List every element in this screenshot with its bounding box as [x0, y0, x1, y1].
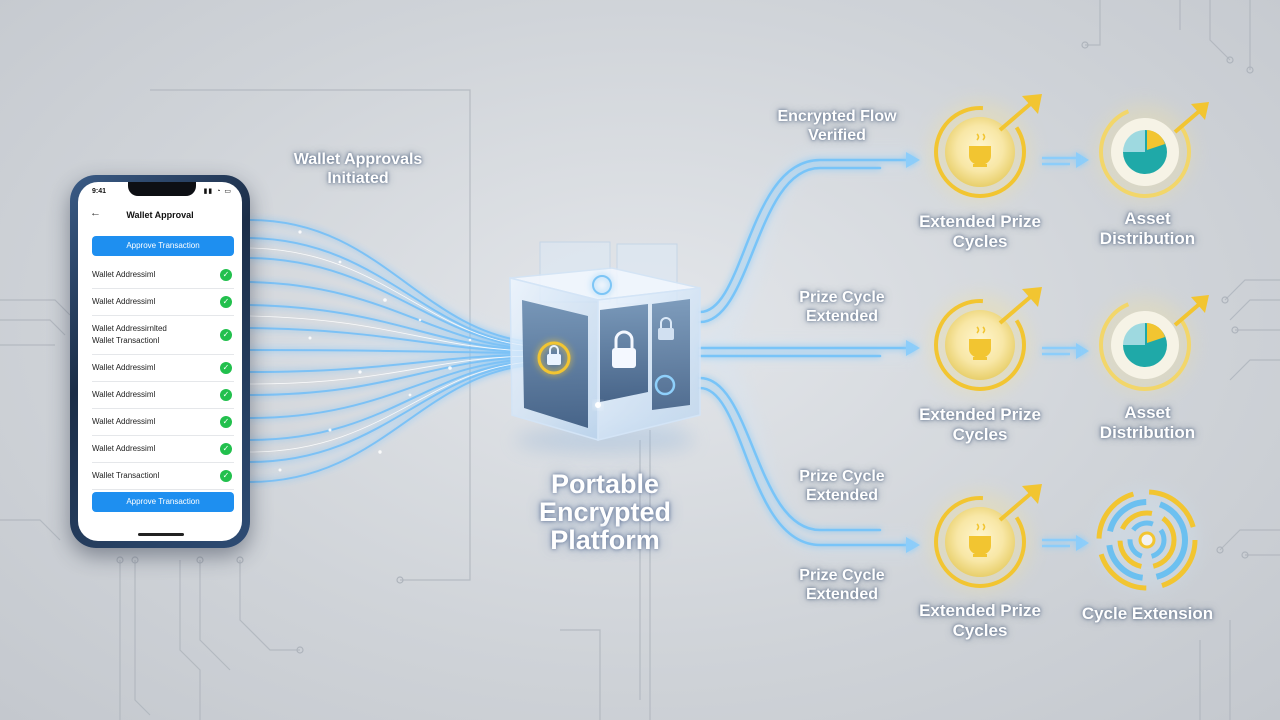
status-time: 9:41 — [92, 188, 107, 195]
wallet-list: Wallet Addressiml ✓ Wallet Addressiml ✓ Wa… — [92, 262, 234, 490]
route-label-encrypted-flow: Encrypted Flow Verified — [777, 108, 897, 144]
prize-cycle-icon-1 — [930, 94, 1042, 202]
approve-transaction-button-bottom[interactable]: Approve Transaction — [92, 492, 234, 512]
wallet-row[interactable]: Wallet Addressiml ✓ — [92, 409, 234, 436]
check-icon: ✓ — [220, 470, 232, 482]
wallet-row-label: Wallet Addressiml — [92, 363, 156, 372]
prize-cycle-label: Extended Prize Cycles — [919, 601, 1041, 640]
route-label-prize-cycle-2: Prize Cycle Extended — [799, 468, 885, 504]
pie-chart-icon-2 — [1097, 295, 1209, 393]
prize-cycle-label: Extended Prize Cycles — [919, 405, 1041, 444]
check-icon: ✓ — [220, 269, 232, 281]
wallet-row-label: Wallet Addressiml — [92, 270, 156, 279]
wallet-row-label: Wallet Addressiml — [92, 297, 156, 306]
check-icon: ✓ — [220, 443, 232, 455]
wallet-row[interactable]: Wallet Addressiml ✓ — [92, 355, 234, 382]
check-icon: ✓ — [220, 329, 232, 341]
asset-distribution-label: Asset Distribution — [1099, 209, 1196, 248]
phone-screen: 9:41 ▮▮ ◔ ▭ ← Wallet Approval Approve Tr… — [78, 182, 242, 541]
home-indicator — [138, 533, 184, 536]
wallet-row-label: Wallet Transactionl — [92, 471, 160, 480]
wallet-row[interactable]: Wallet Addressiml ✓ — [92, 262, 234, 289]
pie-chart-icon — [1097, 102, 1209, 200]
status-icons: ▮▮ ◔ ▭ — [203, 188, 232, 195]
back-arrow-icon[interactable]: ← — [90, 207, 101, 219]
check-icon: ✓ — [220, 296, 232, 308]
circuit-nodes — [116, 41, 1254, 654]
prize-cycle-label: Extended Prize Cycles — [919, 212, 1041, 251]
prize-cycle-icon-2 — [930, 287, 1042, 395]
wallet-row-label: Wallet Addressiml — [92, 417, 156, 426]
light-particles — [278, 230, 472, 472]
encrypted-cube — [509, 241, 701, 454]
result-arrowheads — [1076, 152, 1089, 551]
wallet-row-label: Wallet Addressiml — [92, 444, 156, 453]
radial-cycle-icon — [1096, 489, 1198, 591]
fan-in-light-streaks — [245, 219, 535, 483]
result-arrows — [1042, 156, 1078, 548]
route-label-prize-cycle-1: Prize Cycle Extended — [799, 289, 885, 325]
wallet-row[interactable]: Wallet Addressiml ✓ — [92, 436, 234, 463]
wallet-row-label: Wallet Addressirnlted Wallet Transaction… — [92, 324, 167, 345]
flow-arrowheads — [906, 152, 920, 553]
wallet-approvals-label: Wallet Approvals Initiated — [293, 151, 423, 187]
phone-title: Wallet Approval — [126, 210, 194, 220]
prize-cycle-icon-3 — [930, 484, 1042, 592]
smartphone: 9:41 ▮▮ ◔ ▭ ← Wallet Approval Approve Tr… — [70, 175, 250, 548]
phone-notch — [128, 182, 196, 196]
approve-transaction-button[interactable]: Approve Transaction — [92, 236, 234, 256]
check-icon: ✓ — [220, 389, 232, 401]
asset-distribution-label: Asset Distribution — [1099, 403, 1196, 442]
check-icon: ✓ — [220, 416, 232, 428]
fan-out-flows — [694, 154, 921, 551]
wallet-row[interactable]: Wallet Transactionl ✓ — [92, 463, 234, 490]
platform-title: Portable Encrypted Platform — [538, 469, 672, 555]
wallet-row-label: Wallet Addressiml — [92, 390, 156, 399]
cycle-extension-label: Cycle Extension — [1081, 604, 1214, 623]
route-label-prize-cycle-3: Prize Cycle Extended — [799, 567, 885, 603]
check-icon: ✓ — [220, 362, 232, 374]
wallet-row[interactable]: Wallet Addressiml ✓ — [92, 382, 234, 409]
wallet-row[interactable]: Wallet Addressiml ✓ — [92, 289, 234, 316]
wallet-row[interactable]: Wallet Addressirnlted Wallet Transaction… — [92, 316, 234, 355]
